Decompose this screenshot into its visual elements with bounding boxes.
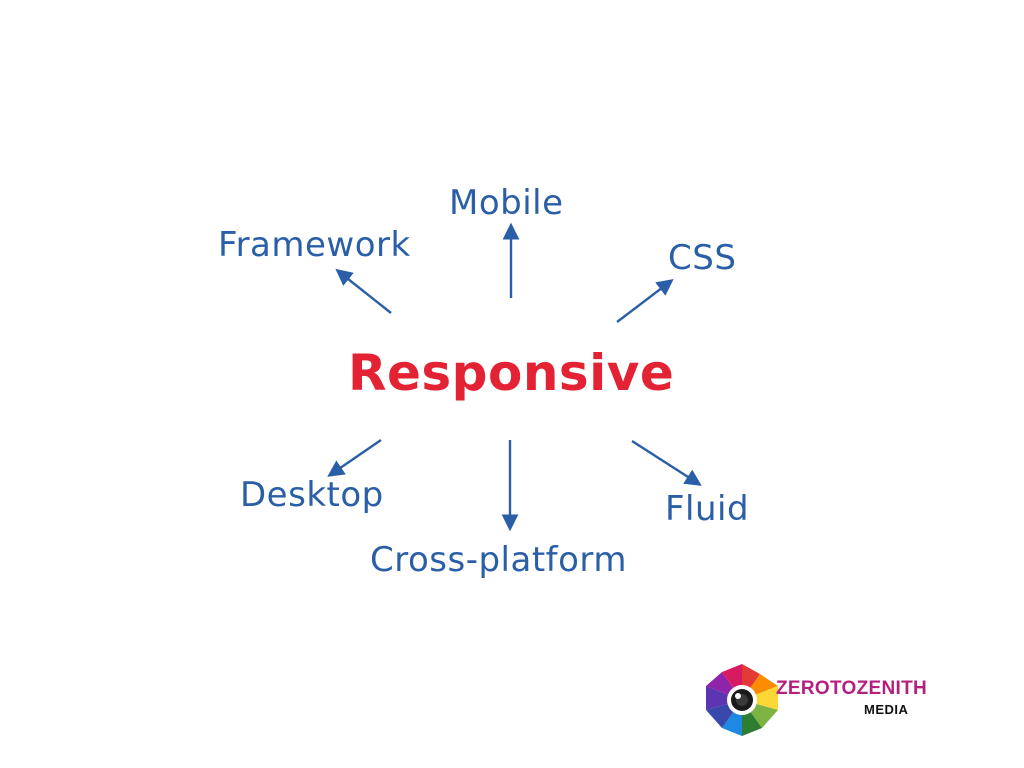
brand-logo: ZEROTOZENITH MEDIA: [704, 662, 927, 740]
brand-name: ZEROTOZENITH: [776, 678, 928, 699]
arrow-to-fluid: [631, 439, 702, 486]
node-label-css: CSS: [668, 238, 737, 278]
brand-subtitle: MEDIA: [864, 702, 909, 717]
node-label-desktop: Desktop: [240, 475, 384, 515]
center-label: Responsive: [348, 344, 675, 402]
arrow-to-desktop: [327, 439, 382, 477]
camera-lens-icon: [706, 664, 778, 736]
node-label-cross-platform: Cross-platform: [370, 540, 627, 580]
node-label-framework: Framework: [218, 225, 411, 265]
arrow-to-framework: [335, 268, 392, 314]
arrow-to-css: [616, 278, 674, 323]
node-label-fluid: Fluid: [665, 489, 750, 529]
node-label-mobile: Mobile: [449, 183, 564, 223]
